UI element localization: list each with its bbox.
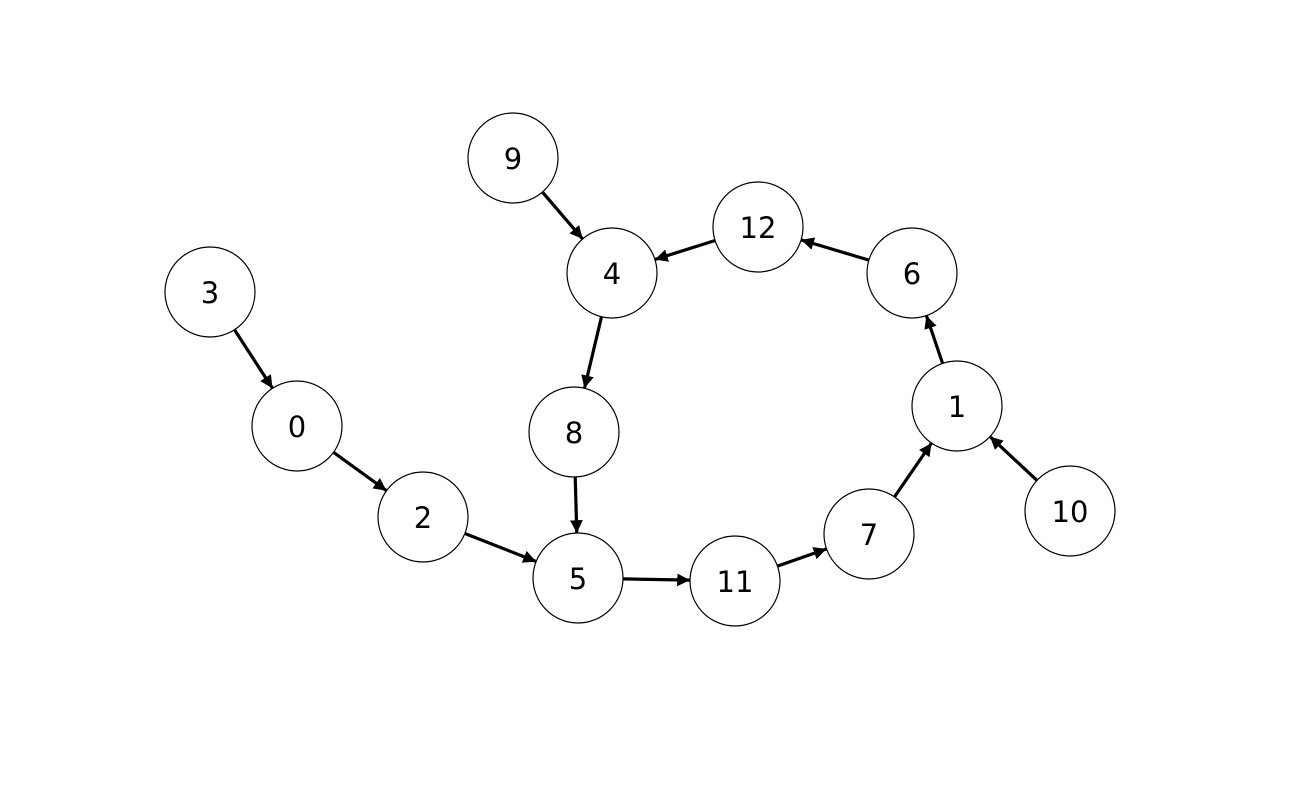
node-10: 10: [1024, 465, 1116, 557]
node-3: 3: [164, 246, 256, 338]
node-6: 6: [866, 227, 958, 319]
node-label-9: 9: [504, 142, 522, 176]
node-label-8: 8: [565, 416, 583, 450]
node-7: 7: [823, 488, 915, 580]
node-label-7: 7: [860, 518, 878, 552]
edge-8-to-5: [570, 476, 583, 534]
node-4: 4: [566, 227, 658, 319]
edges-layer: [233, 191, 1039, 587]
edge-2-to-5: [464, 532, 537, 563]
edge-0-to-2: [332, 451, 388, 492]
node-1: 1: [911, 360, 1003, 452]
edge-10-to-1: [988, 435, 1039, 482]
edge-11-to-7: [776, 547, 828, 568]
node-12: 12: [712, 181, 804, 273]
edge-4-to-8: [581, 316, 604, 389]
edge-12-to-4: [654, 238, 716, 262]
edge-9-to-4: [541, 191, 584, 240]
node-label-4: 4: [603, 257, 621, 291]
node-label-6: 6: [903, 257, 921, 291]
node-11: 11: [689, 535, 781, 627]
node-label-2: 2: [414, 501, 432, 535]
edge-6-to-12: [800, 237, 870, 262]
node-label-10: 10: [1052, 495, 1089, 529]
node-0: 0: [251, 380, 343, 472]
node-label-11: 11: [717, 565, 754, 599]
edge-5-to-11: [622, 573, 691, 587]
node-8: 8: [528, 386, 620, 478]
node-label-5: 5: [569, 562, 587, 596]
nodes-layer: 9 12 4 6 3 1 0 8: [164, 112, 1116, 627]
edge-3-to-0: [233, 328, 274, 390]
node-label-1: 1: [948, 390, 966, 424]
node-5: 5: [532, 532, 624, 624]
node-9: 9: [467, 112, 559, 204]
node-label-3: 3: [201, 276, 219, 310]
node-2: 2: [377, 471, 469, 563]
node-label-12: 12: [740, 211, 777, 245]
node-label-0: 0: [288, 410, 306, 444]
edge-1-to-6: [924, 315, 945, 364]
edge-7-to-1: [893, 442, 933, 498]
